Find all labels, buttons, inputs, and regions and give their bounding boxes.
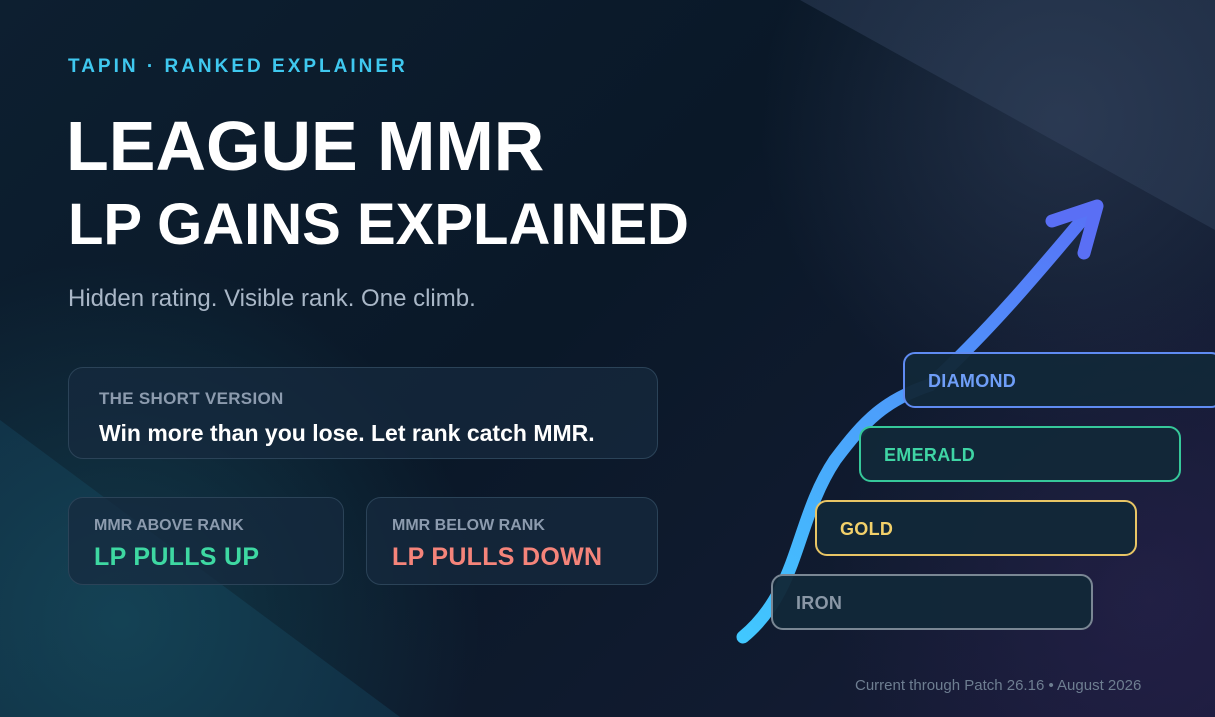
tier-iron: IRON [771, 574, 1093, 630]
mmr-below-rank-label: MMR BELOW RANK [392, 517, 545, 534]
tier-gold-label: GOLD [840, 519, 894, 539]
tier-diamond: DIAMOND [903, 352, 1215, 408]
mmr-above-rank-label: MMR ABOVE RANK [94, 517, 244, 534]
climb-arrow-curve [736, 207, 1094, 644]
summary-card: THE SHORT VERSION Win more than you lose… [68, 367, 658, 459]
mmr-above-rank-card: MMR ABOVE RANK LP PULLS UP [68, 497, 344, 585]
mmr-below-rank-card: MMR BELOW RANK LP PULLS DOWN [366, 497, 658, 585]
footer-note: Current through Patch 26.16 • August 202… [855, 677, 1142, 694]
arrow-head-icon [1045, 199, 1104, 260]
tier-gold: GOLD [815, 500, 1137, 556]
tier-emerald: EMERALD [859, 426, 1181, 482]
tier-iron-label: IRON [796, 593, 843, 613]
tier-diamond-label: DIAMOND [928, 371, 1017, 391]
page-subtitle-heading: LP GAINS EXPLAINED [68, 192, 689, 257]
eyebrow-label: TAPIN · RANKED EXPLAINER [68, 56, 408, 77]
lp-pulls-down-value: LP PULLS DOWN [392, 543, 603, 571]
summary-text: Win more than you lose. Let rank catch M… [99, 420, 595, 446]
tier-emerald-label: EMERALD [884, 445, 976, 465]
page-title: LEAGUE MMR [66, 107, 545, 185]
tagline: Hidden rating. Visible rank. One climb. [68, 285, 476, 312]
summary-label: THE SHORT VERSION [99, 389, 284, 408]
lp-pulls-up-value: LP PULLS UP [94, 543, 260, 571]
